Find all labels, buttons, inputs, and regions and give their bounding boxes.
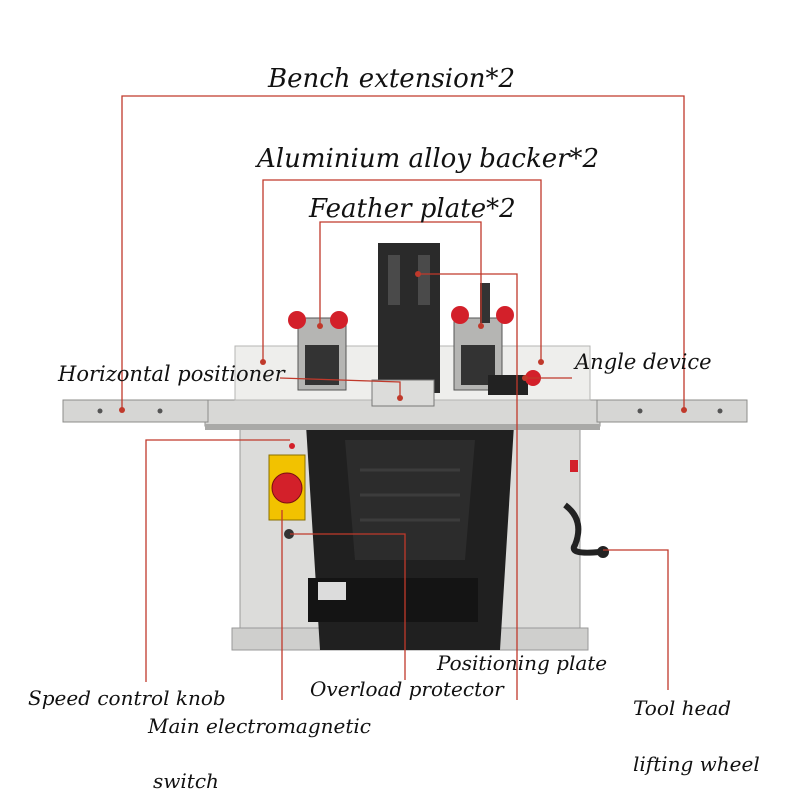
label-main-switch-line1: Main electromagnetic: [148, 714, 371, 738]
bench-extensions: [62, 399, 748, 423]
label-overload-protector: Overload protector: [310, 677, 504, 701]
label-aluminium-backer: Aluminium alloy backer*2: [257, 144, 600, 174]
lifting-wheel: [563, 460, 609, 558]
label-horizontal-positioner: Horizontal positioner: [58, 362, 285, 386]
positioning-plate-body: [371, 243, 490, 407]
leader-dots: [119, 271, 687, 413]
leader-lines: [121, 95, 685, 700]
label-speed-control-knob: Speed control knob: [28, 686, 226, 710]
label-bench-extension: Bench extension*2: [268, 64, 516, 94]
label-tool-head-line2: lifting wheel: [633, 752, 760, 776]
label-feather-plate: Feather plate*2: [309, 194, 516, 224]
switch-box: [268, 443, 306, 539]
machine-base: [231, 419, 589, 651]
label-main-switch-line2: switch: [153, 769, 219, 793]
label-angle-device: Angle device: [575, 350, 712, 374]
label-tool-head-line1: Tool head: [633, 696, 732, 720]
angle-device-body: [488, 370, 541, 395]
label-positioning-plate: Positioning plate: [437, 651, 608, 675]
